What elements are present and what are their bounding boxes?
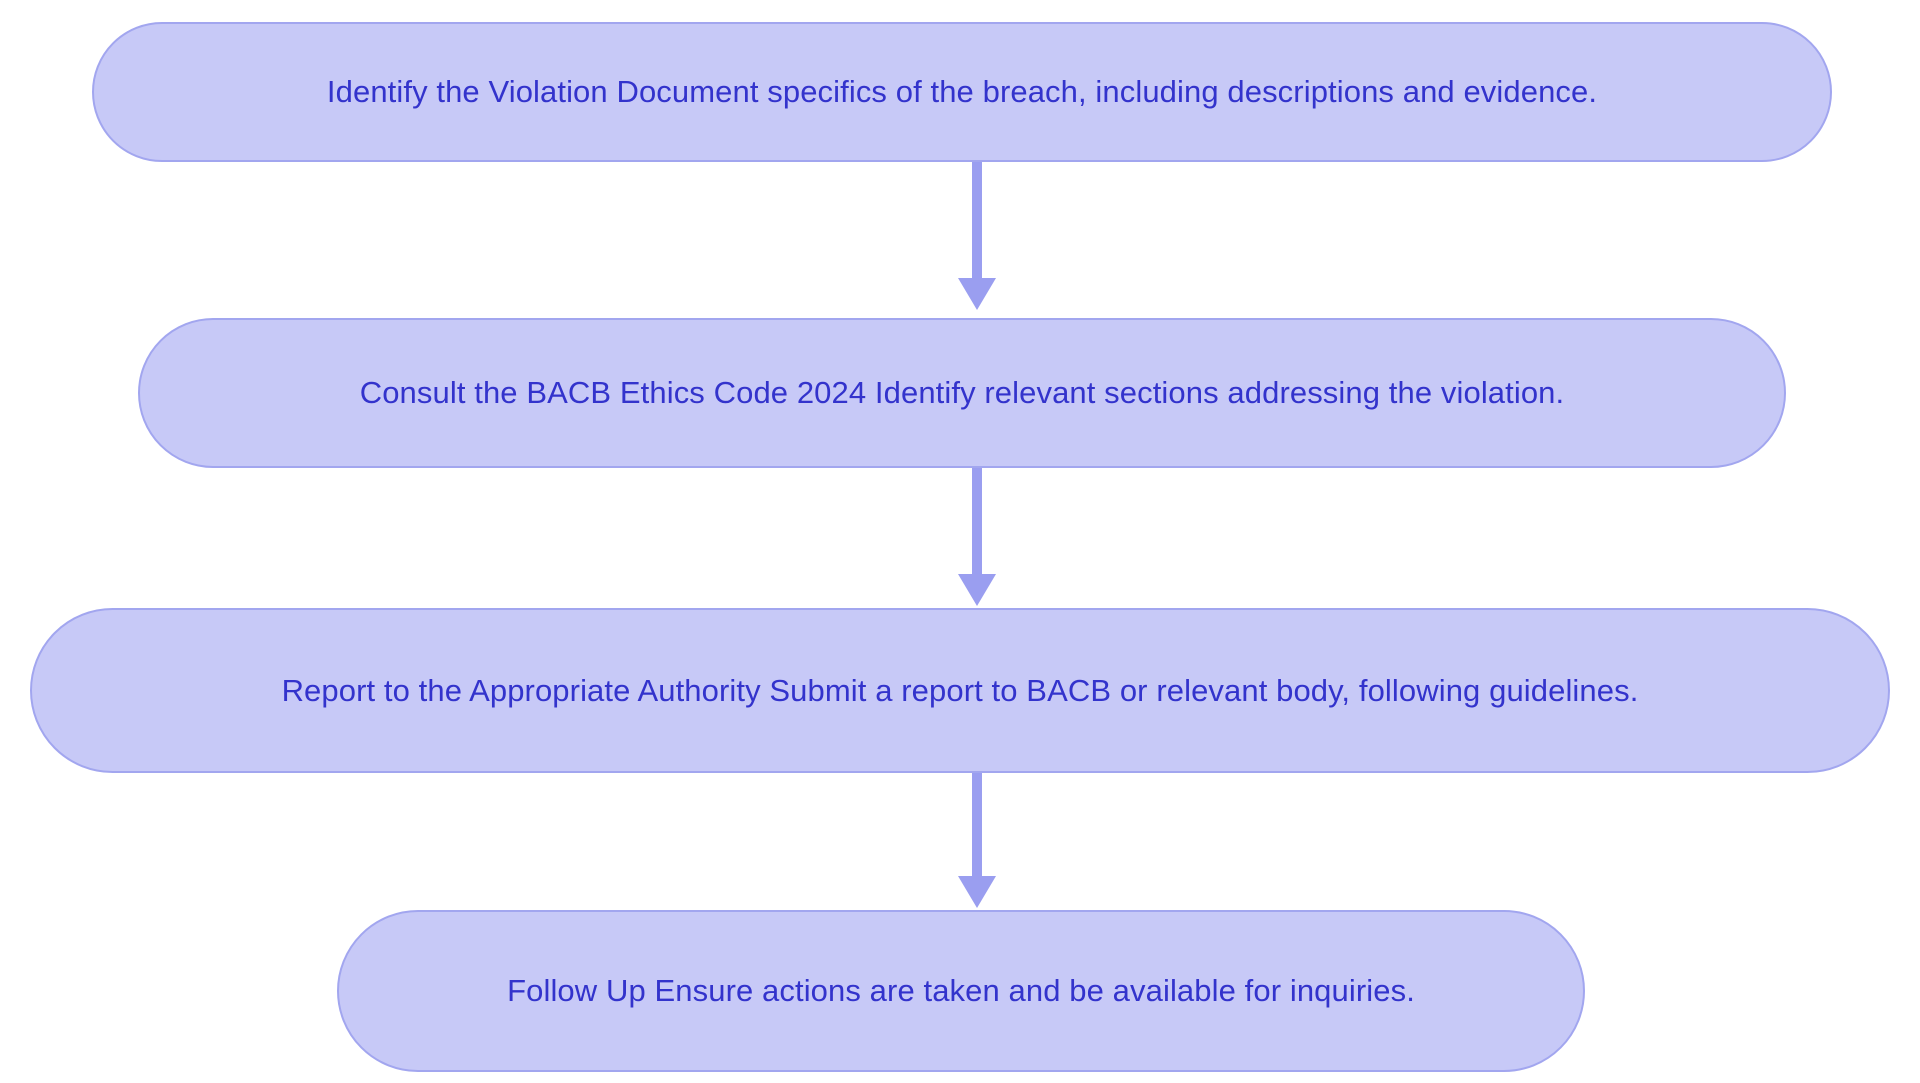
edge-line	[972, 468, 982, 574]
flowchart-node[interactable]: Follow Up Ensure actions are taken and b…	[337, 910, 1585, 1072]
flowchart-node[interactable]: Consult the BACB Ethics Code 2024 Identi…	[138, 318, 1786, 468]
edge-line	[972, 773, 982, 876]
edge-line	[972, 162, 982, 278]
edge-arrowhead	[958, 876, 996, 908]
flowchart-node-label: Identify the Violation Document specific…	[326, 74, 1598, 110]
flowchart-node-label: Consult the BACB Ethics Code 2024 Identi…	[359, 375, 1565, 411]
flowchart-node-label: Follow Up Ensure actions are taken and b…	[507, 973, 1415, 1009]
edge-arrowhead	[958, 278, 996, 310]
flowchart-node[interactable]: Report to the Appropriate Authority Subm…	[30, 608, 1890, 773]
edge-arrowhead	[958, 574, 996, 606]
flowchart-node-label: Report to the Appropriate Authority Subm…	[281, 672, 1639, 708]
flowchart-node[interactable]: Identify the Violation Document specific…	[92, 22, 1832, 162]
